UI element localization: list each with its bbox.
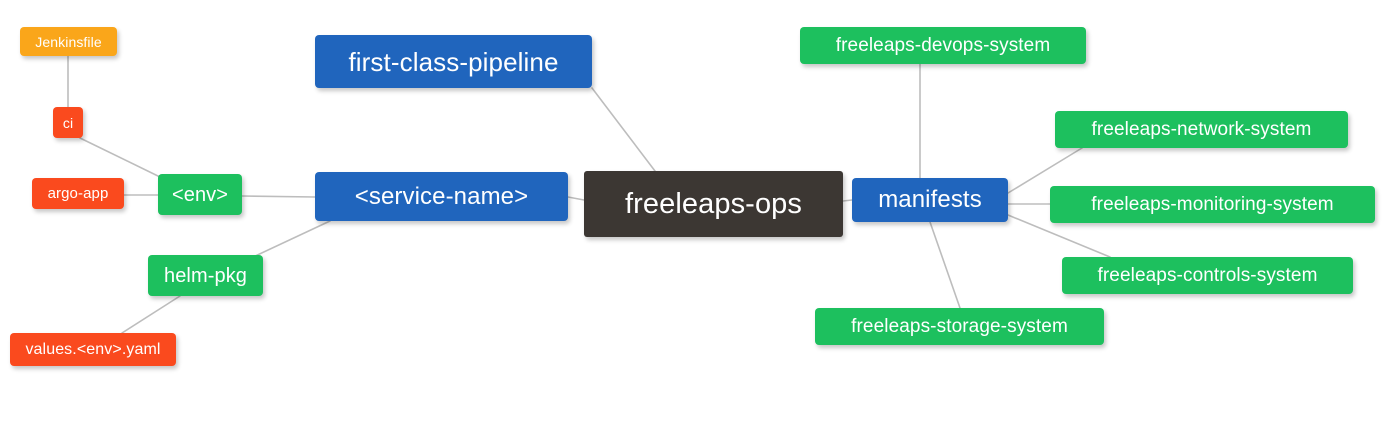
node-label: ci bbox=[62, 114, 74, 131]
node-freeleaps-storage-system[interactable]: freeleaps-storage-system bbox=[815, 308, 1104, 345]
node-service-name[interactable]: <service-name> bbox=[315, 172, 568, 221]
node-label: values.<env>.yaml bbox=[25, 340, 161, 358]
node-label: argo-app bbox=[47, 185, 109, 202]
node-freeleaps-monitoring-system[interactable]: freeleaps-monitoring-system bbox=[1050, 186, 1375, 223]
node-freeleaps-devops-system[interactable]: freeleaps-devops-system bbox=[800, 27, 1086, 64]
node-ci[interactable]: ci bbox=[53, 107, 83, 138]
edge-manifests-to-freeleaps-storage-system bbox=[929, 221, 961, 309]
node-label: freeleaps-devops-system bbox=[835, 35, 1051, 56]
node-freeleaps-ops[interactable]: freeleaps-ops bbox=[584, 171, 843, 237]
node-freeleaps-network-system[interactable]: freeleaps-network-system bbox=[1055, 111, 1348, 148]
node-label: Jenkinsfile bbox=[35, 33, 102, 50]
node-label: freeleaps-controls-system bbox=[1097, 265, 1318, 286]
node-first-class-pipeline[interactable]: first-class-pipeline bbox=[315, 35, 592, 88]
edge-service-name-to-freeleaps-ops bbox=[567, 196, 585, 201]
node-env[interactable]: <env> bbox=[158, 174, 242, 215]
edge-env-to-service-name bbox=[241, 195, 316, 198]
node-values-yaml[interactable]: values.<env>.yaml bbox=[10, 333, 176, 366]
node-label: freeleaps-network-system bbox=[1091, 119, 1312, 140]
node-label: freeleaps-storage-system bbox=[851, 316, 1068, 337]
node-manifests[interactable]: manifests bbox=[852, 178, 1008, 222]
node-label: freeleaps-ops bbox=[624, 187, 802, 220]
node-label: <env> bbox=[171, 183, 229, 206]
node-argo-app[interactable]: argo-app bbox=[32, 178, 124, 209]
edge-helm-pkg-to-service-name bbox=[250, 220, 331, 259]
node-label: manifests bbox=[878, 186, 982, 213]
node-label: freeleaps-monitoring-system bbox=[1091, 194, 1334, 215]
edge-values-yaml-to-helm-pkg bbox=[121, 295, 181, 334]
node-label: helm-pkg bbox=[163, 264, 248, 287]
node-helm-pkg[interactable]: helm-pkg bbox=[148, 255, 263, 296]
edge-ci-to-env bbox=[79, 137, 161, 178]
node-freeleaps-controls-system[interactable]: freeleaps-controls-system bbox=[1062, 257, 1353, 294]
edge-manifests-to-freeleaps-ops bbox=[842, 199, 853, 202]
node-label: first-class-pipeline bbox=[348, 46, 559, 77]
node-label: <service-name> bbox=[354, 182, 529, 210]
node-jenkinsfile[interactable]: Jenkinsfile bbox=[20, 27, 117, 56]
edge-first-class-pipeline-to-freeleaps-ops bbox=[591, 87, 656, 172]
